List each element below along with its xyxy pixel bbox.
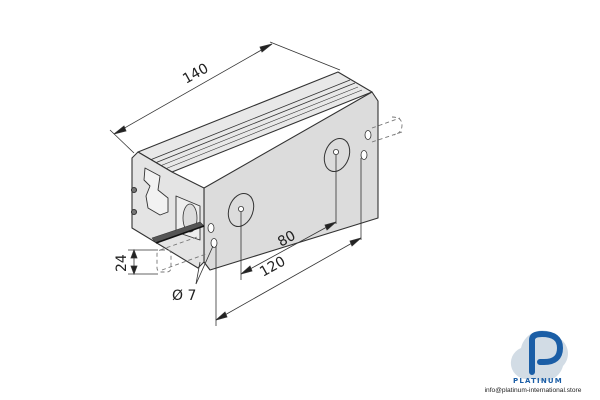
dim-hole-spacing-120-label: 120	[257, 254, 288, 281]
dim-hole-spacing-80-label: 80	[275, 228, 298, 251]
dim-height-24-label: 24	[114, 254, 130, 272]
watermark-brand: PLATINUM	[513, 377, 563, 385]
profile-body	[130, 71, 379, 271]
dim-length-label: 140	[180, 61, 211, 88]
dim-hole-diameter-label: Ø 7	[172, 288, 196, 304]
platinum-logo-icon	[510, 330, 568, 382]
phantom-bolts	[156, 116, 403, 273]
watermark-email: info@platinum-international.store	[484, 387, 582, 394]
dimension-lines	[109, 41, 362, 326]
